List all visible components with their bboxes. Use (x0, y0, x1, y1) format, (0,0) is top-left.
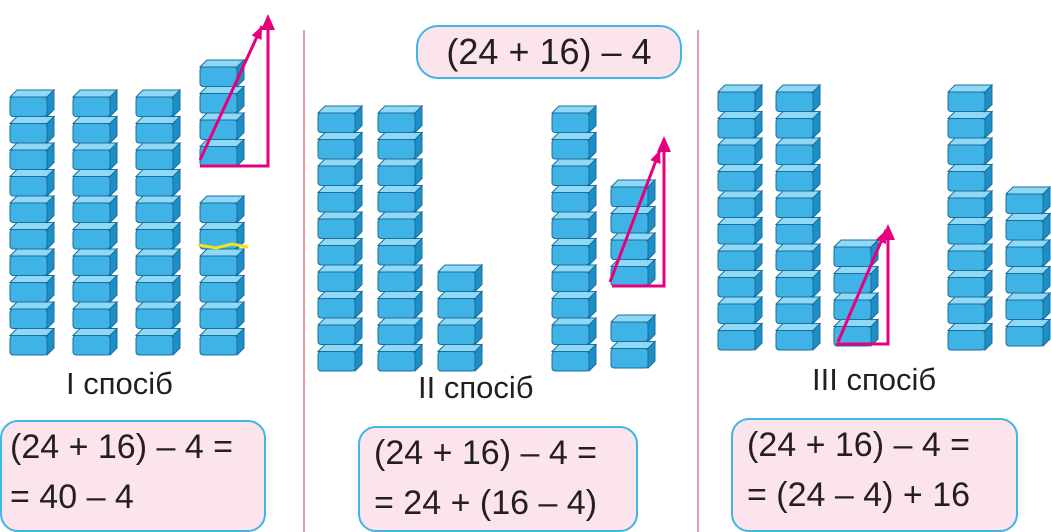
method-3-tower-2 (776, 85, 820, 350)
method-3-tower-3 (834, 240, 878, 346)
method-3-line2: = (24 – 4) + 16 (747, 470, 1016, 520)
method-1-tower-4 (200, 196, 244, 355)
method-2-tower-5-removed (611, 180, 655, 286)
method-1-line1: (24 + 16) – 4 = (10, 422, 264, 472)
method-2-tower-2 (378, 106, 422, 371)
method-2-tower-1 (318, 106, 362, 371)
method-3-tower-4 (948, 85, 992, 350)
method-1-tower-2 (73, 90, 117, 355)
divider-2 (697, 30, 699, 532)
method-3-label: III спосіб (812, 362, 936, 398)
method-1-tower-1 (10, 90, 54, 355)
divider-1 (303, 30, 305, 532)
top-expression: (24 + 16) – 4 (416, 25, 682, 79)
method-2-tower-5 (611, 315, 655, 368)
method-3-tower-1 (718, 85, 762, 350)
method-2-line2: = 24 + (16 – 4) (374, 478, 636, 528)
method-1-label: I спосіб (66, 366, 173, 402)
method-3-tower-5 (1006, 187, 1050, 346)
method-1-line2: = 40 – 4 (10, 472, 264, 522)
method-2-solution: (24 + 16) – 4 = = 24 + (16 – 4) (358, 426, 638, 532)
method-3-solution: (24 + 16) – 4 = = (24 – 4) + 16 (731, 418, 1018, 532)
method-2-tower-3 (438, 265, 482, 371)
method-3-line1: (24 + 16) – 4 = (747, 420, 1016, 470)
method-1-tower-3 (136, 90, 180, 355)
method-1-solution: (24 + 16) – 4 = = 40 – 4 (0, 420, 266, 532)
method-2-line1: (24 + 16) – 4 = (374, 428, 636, 478)
method-2-tower-4 (552, 106, 596, 371)
method-2-label: II спосіб (418, 370, 534, 406)
